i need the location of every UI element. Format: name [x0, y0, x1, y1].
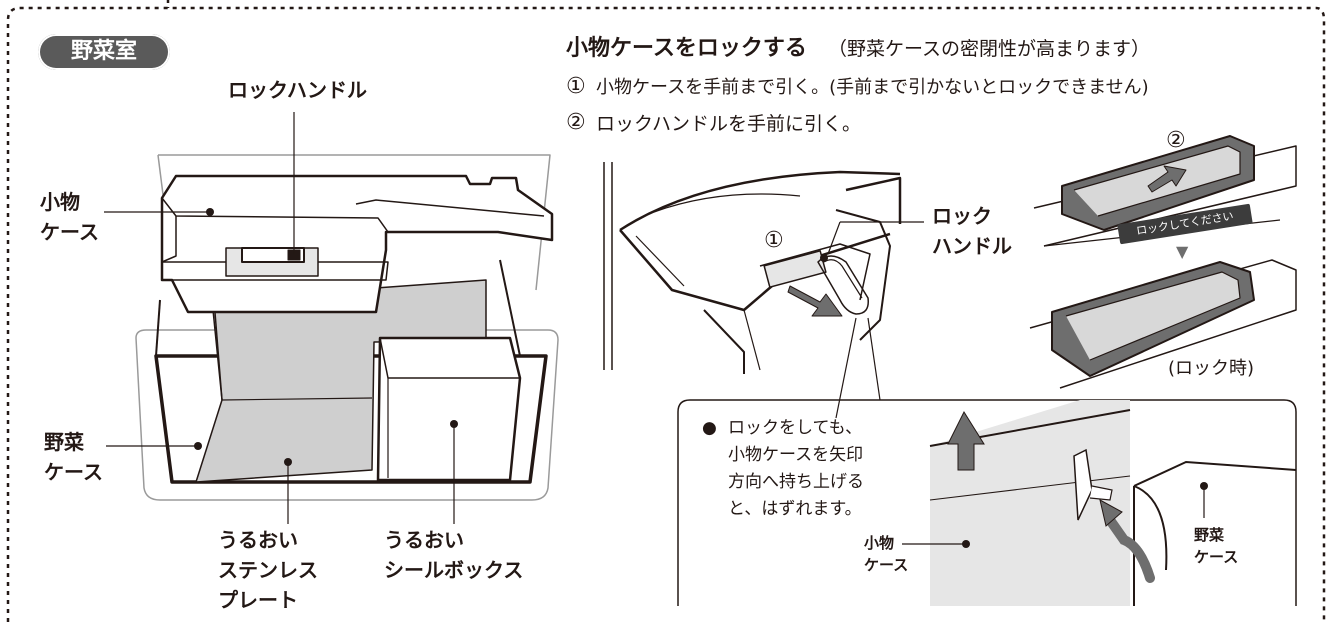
- right-lock-drawing: [1029, 135, 1297, 389]
- label-plate-2: ステンレス: [218, 558, 318, 582]
- step-1-text: 小物ケースを手前まで引く。(手前まで引かないとロックできません): [596, 77, 1149, 98]
- callout-veg-case-1: 野菜: [1194, 526, 1225, 544]
- label-small-case-1: 小物: [40, 190, 80, 214]
- label-box-2: シールボックス: [384, 558, 524, 582]
- callout-small-case-1: 小物: [864, 534, 895, 552]
- step-2-num: ②: [566, 110, 586, 135]
- marker-step-1: ①: [764, 228, 784, 253]
- step-2-text: ロックハンドルを手前に引く。: [596, 113, 862, 135]
- label-plate-1: うるおい: [218, 528, 298, 552]
- heading-note: （野菜ケースの密閉性が高まります）: [828, 38, 1151, 60]
- label-lock-handle: ロックハンドル: [228, 78, 367, 102]
- callout-box: [677, 399, 1297, 606]
- callout-line-4: と、はずれます。: [728, 499, 862, 519]
- label-small-case-2: ケース: [40, 220, 99, 244]
- label-veg-case-1: 野菜: [44, 430, 84, 454]
- callout-line-3: 方向へ持ち上げる: [728, 472, 864, 492]
- section-badge: 野菜室: [38, 34, 170, 70]
- callout-bullet: ●: [702, 418, 717, 438]
- label-lock-2: ハンドル: [932, 234, 1012, 258]
- heading-title: 小物ケースをロックする: [566, 36, 807, 61]
- label-veg-case-2: ケース: [44, 460, 103, 484]
- center-drawer-drawing: [603, 162, 924, 419]
- dashed-border: [6, 6, 1326, 622]
- callout-line-1: ロックをしても、: [728, 418, 863, 438]
- step-1-num: ①: [566, 74, 586, 99]
- callout-line-2: 小物ケースを矢印: [728, 445, 864, 465]
- label-lock-1: ロック: [932, 204, 992, 228]
- label-box-1: うるおい: [384, 528, 464, 552]
- callout-small-case-2: ケース: [864, 556, 909, 574]
- locked-caption: (ロック時): [1168, 358, 1255, 379]
- label-plate-3: プレート: [218, 588, 298, 612]
- callout-veg-case-2: ケース: [1194, 548, 1239, 566]
- arrow-down: ▼: [1176, 242, 1189, 261]
- left-fridge-drawing: [104, 112, 559, 524]
- marker-step-2: ②: [1166, 128, 1186, 153]
